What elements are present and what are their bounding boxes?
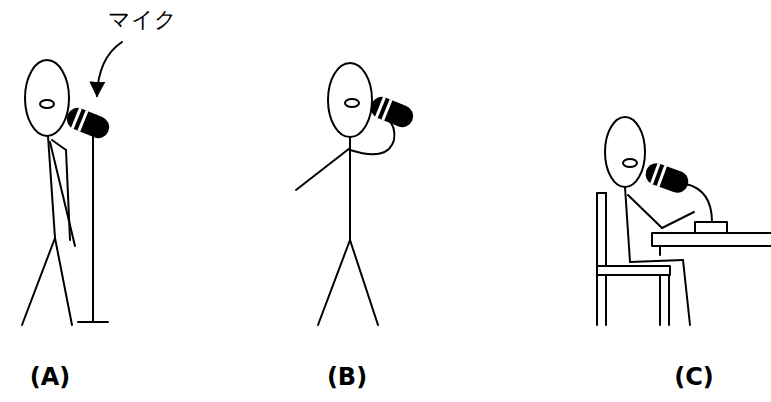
figure-label: (B)	[327, 364, 367, 390]
microphone	[63, 105, 112, 142]
figure-b	[296, 63, 417, 325]
microphone	[367, 94, 416, 131]
microphone	[643, 160, 692, 196]
figure-a	[22, 60, 113, 325]
leader-arrow	[97, 42, 122, 96]
figure-label: (A)	[30, 364, 71, 390]
part-label: マイク	[108, 8, 177, 32]
figure-c	[597, 117, 771, 325]
figure-label: (C)	[674, 364, 714, 390]
